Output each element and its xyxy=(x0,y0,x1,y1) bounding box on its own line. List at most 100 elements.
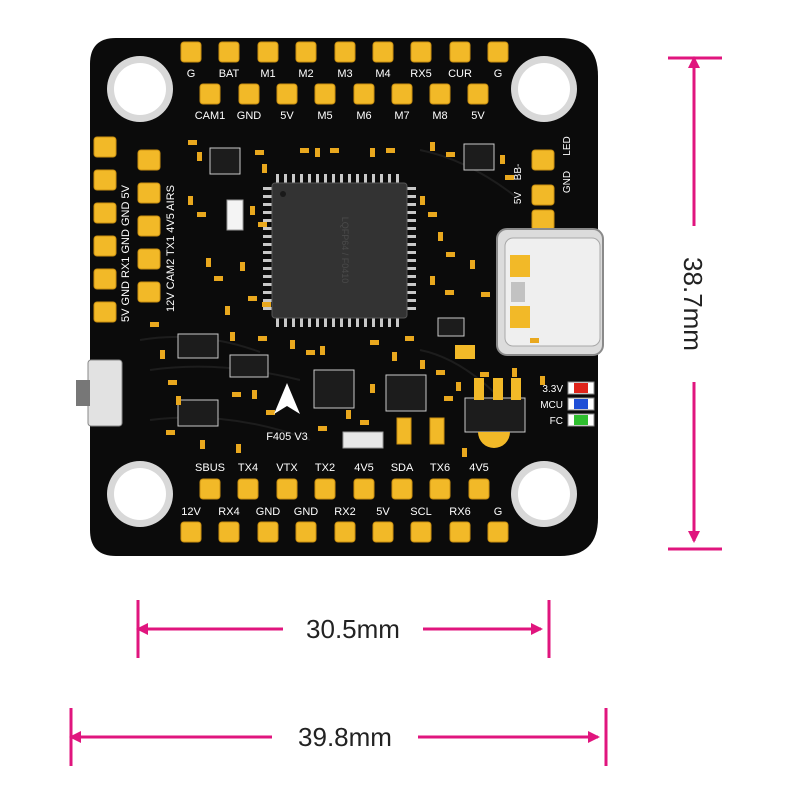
mounting-hole-bottom-right xyxy=(511,461,577,527)
left-outer-pad-labels: 5V GND RX1 GND GND 5V xyxy=(120,184,132,322)
pad-left-inner-1 xyxy=(137,182,161,204)
pad-left-inner-2 xyxy=(137,215,161,237)
pad-label-second-1: GND xyxy=(237,110,262,122)
pad-label-bottom-upper-7: 4V5 xyxy=(469,462,489,474)
pad-label-second-2: 5V xyxy=(280,110,294,122)
led-label-2: FC xyxy=(550,416,563,427)
pad-label-second-7: 5V xyxy=(471,110,485,122)
pad-label-bottom-upper-3: TX2 xyxy=(315,462,335,474)
pad-left-outer-0 xyxy=(93,136,117,158)
pad-left-inner-0 xyxy=(137,149,161,171)
mounting-hole-bottom-left xyxy=(107,461,173,527)
pad-left-outer-4 xyxy=(93,268,117,290)
left-inner-pad-labels: 12V CAM2 TX1 4V5 AIRS xyxy=(165,185,177,312)
pad-label-top-2: M1 xyxy=(260,68,275,80)
pad-top-4 xyxy=(334,41,356,63)
pad-bottom-lower-6 xyxy=(410,521,432,543)
pad-second-4 xyxy=(353,83,375,105)
led-label-0: 3.3V xyxy=(542,384,563,395)
pad-right-0 xyxy=(531,149,555,171)
mcu-chip: LQFP64 / F0410 xyxy=(263,174,416,327)
pad-bottom-lower-5 xyxy=(372,521,394,543)
pad-label-top-8: G xyxy=(494,68,503,80)
pads-second-row: CAM1 GND 5V M5 M6 M7 M8 5V xyxy=(195,83,489,122)
pad-label-second-0: CAM1 xyxy=(195,110,226,122)
pad-bottom-upper-2 xyxy=(276,478,298,500)
mounting-holes xyxy=(107,56,577,527)
pad-label-second-5: M7 xyxy=(394,110,409,122)
pad-label-right-3: BB- xyxy=(513,164,524,181)
pad-label-bottom-upper-5: SDA xyxy=(391,462,414,474)
boot-button xyxy=(76,359,123,427)
pad-label-right-0: LED xyxy=(562,136,573,155)
pad-top-2 xyxy=(257,41,279,63)
pad-second-1 xyxy=(238,83,260,105)
pad-label-bottom-lower-4: RX2 xyxy=(334,506,355,518)
pad-label-bottom-lower-3: GND xyxy=(294,506,319,518)
pad-label-second-6: M8 xyxy=(432,110,447,122)
pad-right-2 xyxy=(531,209,555,231)
pad-label-bottom-lower-1: RX4 xyxy=(218,506,239,518)
pad-label-top-6: RX5 xyxy=(410,68,431,80)
pad-bottom-upper-4 xyxy=(353,478,375,500)
pad-top-1 xyxy=(218,41,240,63)
pad-bottom-upper-7 xyxy=(468,478,490,500)
pad-label-top-0: G xyxy=(187,68,196,80)
pad-label-right-2: 5V xyxy=(513,192,524,205)
pad-label-bottom-lower-8: G xyxy=(494,506,503,518)
mount-spacing-dimension: 30.5mm xyxy=(136,600,551,658)
led-0 xyxy=(574,383,588,393)
pads-left-column xyxy=(93,136,161,323)
pad-label-bottom-upper-6: TX6 xyxy=(430,462,450,474)
pad-second-0 xyxy=(199,83,221,105)
pad-bottom-upper-6 xyxy=(429,478,451,500)
direction-arrow-icon xyxy=(274,383,300,414)
pad-bottom-upper-3 xyxy=(314,478,336,500)
board-name: F405 V3 xyxy=(266,431,308,443)
pad-label-top-7: CUR xyxy=(448,68,472,80)
mount-spacing-label: 30.5mm xyxy=(306,614,400,644)
pad-label-bottom-upper-4: 4V5 xyxy=(354,462,374,474)
pad-bottom-lower-1 xyxy=(218,521,240,543)
height-dimension-label: 38.7mm xyxy=(678,257,708,351)
mcu-marking: LQFP64 / F0410 xyxy=(340,217,350,284)
height-dimension: 38.7mm xyxy=(668,56,722,551)
pad-bottom-lower-4 xyxy=(334,521,356,543)
usb-c-connector xyxy=(496,228,604,356)
pad-label-second-4: M6 xyxy=(356,110,371,122)
pad-label-second-3: M5 xyxy=(317,110,332,122)
pad-bottom-lower-3 xyxy=(295,521,317,543)
pad-label-bottom-lower-2: GND xyxy=(256,506,281,518)
pad-bottom-upper-0 xyxy=(199,478,221,500)
pad-second-5 xyxy=(391,83,413,105)
width-dimension: 39.8mm xyxy=(69,708,608,766)
pad-bottom-upper-1 xyxy=(237,478,259,500)
led-1 xyxy=(574,399,588,409)
pad-top-8 xyxy=(487,41,509,63)
pad-left-inner-4 xyxy=(137,281,161,303)
led-2 xyxy=(574,415,588,425)
pad-second-6 xyxy=(429,83,451,105)
pad-left-outer-2 xyxy=(93,202,117,224)
pad-top-7 xyxy=(449,41,471,63)
pad-label-top-3: M2 xyxy=(298,68,313,80)
pad-left-outer-5 xyxy=(93,301,117,323)
pad-left-outer-1 xyxy=(93,169,117,191)
pad-label-bottom-upper-2: VTX xyxy=(276,462,298,474)
pad-second-2 xyxy=(276,83,298,105)
pad-bottom-lower-8 xyxy=(487,521,509,543)
pad-top-5 xyxy=(372,41,394,63)
pad-bottom-lower-7 xyxy=(449,521,471,543)
pad-bottom-upper-5 xyxy=(391,478,413,500)
mcu-pins xyxy=(263,174,416,327)
pad-top-0 xyxy=(180,41,202,63)
pad-label-bottom-lower-7: RX6 xyxy=(449,506,470,518)
pad-second-7 xyxy=(467,83,489,105)
pad-label-top-1: BAT xyxy=(219,68,240,80)
pad-label-right-1: GND xyxy=(562,171,573,193)
pad-label-bottom-lower-5: 5V xyxy=(376,506,390,518)
pad-label-top-5: M4 xyxy=(375,68,390,80)
